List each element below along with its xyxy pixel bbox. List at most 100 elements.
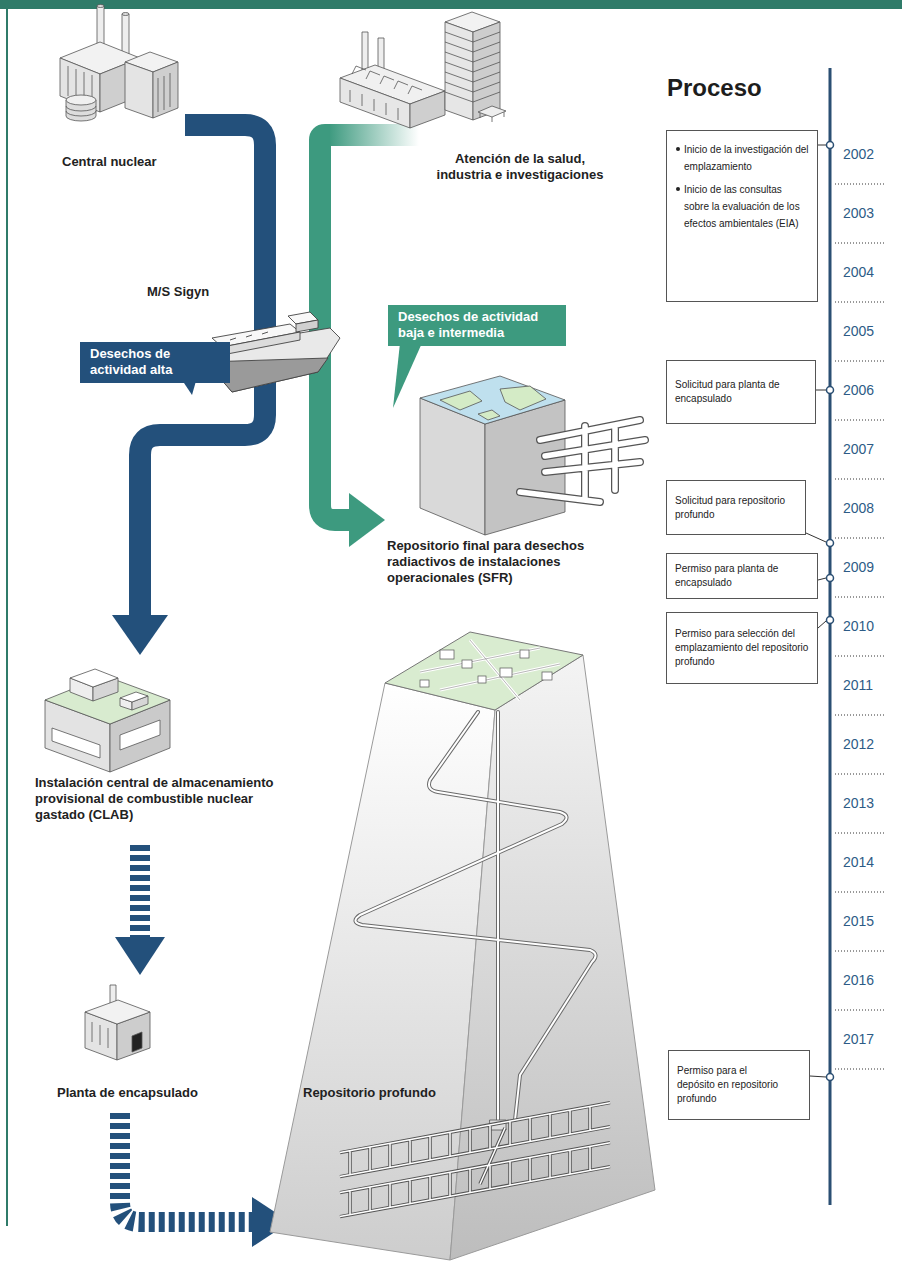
- clab-icon: [120, 720, 160, 750]
- timeline-box: Permiso para selección del emplazamiento…: [666, 612, 818, 684]
- encapsulation-plant-icon: [92, 1022, 108, 1048]
- page-frame: [6, 0, 8, 1226]
- vessel-name: M/S Sigyn: [147, 284, 209, 300]
- caption: Instalación central de almacenamiento pr…: [35, 775, 290, 823]
- repository-ramp: [355, 712, 595, 1130]
- clab-icon: [45, 669, 170, 772]
- year-label-wrap: 2003: [843, 205, 874, 222]
- repository-surface-buildings: [520, 650, 529, 658]
- milestone-text: Solicitud para planta de encapsulado: [675, 378, 807, 406]
- nuclear-plant-icon: [122, 13, 129, 16]
- repository-surface-buildings: [440, 650, 454, 659]
- nuclear-plant-icon: [97, 5, 104, 8]
- industry-icon: [350, 90, 398, 120]
- industry-icon: [340, 78, 410, 128]
- year-label: 2008: [843, 500, 874, 517]
- flow-fade: [329, 124, 419, 146]
- year-label: 2015: [843, 913, 874, 930]
- year-label: 2007: [843, 441, 874, 458]
- year-label: 2014: [843, 854, 874, 871]
- timeline-box: Permiso para planta de encapsulado: [666, 553, 818, 599]
- milestone-text: Permiso para el depósito en repositorio …: [677, 1064, 781, 1106]
- repository-surface-buildings: [420, 680, 429, 687]
- waste-type-tag: Desechos de actividad alta: [80, 342, 230, 383]
- nuclear-plant-icon: [60, 5, 178, 122]
- timeline-box: Solicitud para planta de encapsulado: [666, 360, 816, 424]
- year-label: 2003: [843, 205, 874, 222]
- flow-band: [130, 845, 150, 938]
- milestone-text: Solicitud para repositorio profundo: [675, 494, 797, 522]
- illustrated-node: Atención de la salud, industria e invest…: [330, 8, 640, 198]
- nuclear-plant-icon: [158, 73, 170, 112]
- timeline-dot: [827, 1074, 834, 1081]
- nuclear-plant-icon: [122, 14, 129, 54]
- milestone-text: Inicio de la investigación del emplazami…: [684, 141, 809, 175]
- timeline-axis: [829, 68, 886, 1205]
- encapsulation-plant-icon: [132, 1032, 142, 1052]
- repository-surface-buildings: [420, 640, 560, 700]
- caption: Repositorio profundo: [303, 1085, 503, 1101]
- clab-icon: [120, 692, 148, 702]
- sfr-repository-icon: [440, 386, 546, 420]
- sfr-tunnels: [520, 420, 645, 502]
- sfr-tunnels: [520, 420, 645, 502]
- milestone-text: Permiso para planta de encapsulado: [675, 562, 809, 590]
- year-label-wrap: 2007: [843, 441, 874, 458]
- page-frame: [0, 0, 902, 9]
- tag-text: Desechos de actividad alta: [90, 346, 222, 378]
- milestone-text: Permiso para selección del emplazamiento…: [675, 627, 809, 669]
- year-label-wrap: 2009: [843, 559, 874, 576]
- vessel-name-wrap: M/S Sigyn: [147, 284, 209, 300]
- timeline-box: Inicio de la investigación del emplazami…: [666, 130, 818, 302]
- timeline-dot: [827, 387, 834, 394]
- year-label: 2017: [843, 1031, 874, 1048]
- year-label: 2005: [843, 323, 874, 340]
- bullet-dot: [676, 187, 680, 191]
- deposition-tunnels: [340, 1103, 610, 1217]
- caption: Atención de la salud, industria e invest…: [430, 151, 610, 183]
- year-label-wrap: 2008: [843, 500, 874, 517]
- repository-surface-buildings: [462, 660, 472, 668]
- timeline-dot: [827, 617, 834, 624]
- caption-wrap: Planta de encapsulado: [57, 1085, 222, 1101]
- year-label: 2010: [843, 618, 874, 635]
- bullet-dot: [676, 147, 680, 151]
- year-label: 2013: [843, 795, 874, 812]
- flow-band: [120, 1113, 253, 1222]
- timeline-title: Proceso: [667, 74, 762, 102]
- deep-repository-block: [385, 632, 583, 710]
- deep-repository-block: [450, 655, 655, 1260]
- year-label-wrap: 2017: [843, 1031, 874, 1048]
- timeline-dot: [827, 142, 834, 1081]
- encapsulation-plant-icon: [85, 985, 150, 1060]
- year-label-wrap: 2013: [843, 795, 874, 812]
- timeline-dot: [827, 575, 834, 582]
- sfr-repository-icon: [420, 376, 565, 424]
- year-label-wrap: 2014: [843, 854, 874, 871]
- year-label: 2011: [843, 677, 873, 694]
- year-label: 2009: [843, 559, 874, 576]
- caption: Central nuclear: [62, 154, 187, 170]
- flow-arrow: [120, 1113, 290, 1247]
- arrow-head: [112, 615, 168, 655]
- year-label: 2012: [843, 736, 874, 753]
- flow-arrow: [115, 845, 165, 975]
- clab-icon: [45, 676, 170, 724]
- bullet-item: Inicio de la investigación del emplazami…: [675, 141, 809, 175]
- caption-wrap: Central nuclear: [62, 154, 187, 170]
- year-label-wrap: 2002: [843, 146, 874, 163]
- deep-repository-block: [270, 632, 655, 1260]
- deposition-tunnels: [340, 1103, 610, 1217]
- arrow-head: [115, 937, 165, 975]
- timeline-box: Solicitud para repositorio profundo: [666, 480, 806, 535]
- timeline-title-wrap: Proceso: [667, 74, 762, 102]
- industry-icon: [478, 106, 506, 117]
- year-label: 2006: [843, 382, 874, 399]
- industry-icon: [410, 91, 445, 128]
- caption-wrap: Instalación central de almacenamiento pr…: [35, 775, 290, 823]
- timeline-dot: [827, 142, 834, 149]
- illustrated-node: Planta de encapsulado: [55, 975, 225, 1107]
- year-label-wrap: 2011: [843, 677, 873, 694]
- ship-icon: [222, 332, 300, 355]
